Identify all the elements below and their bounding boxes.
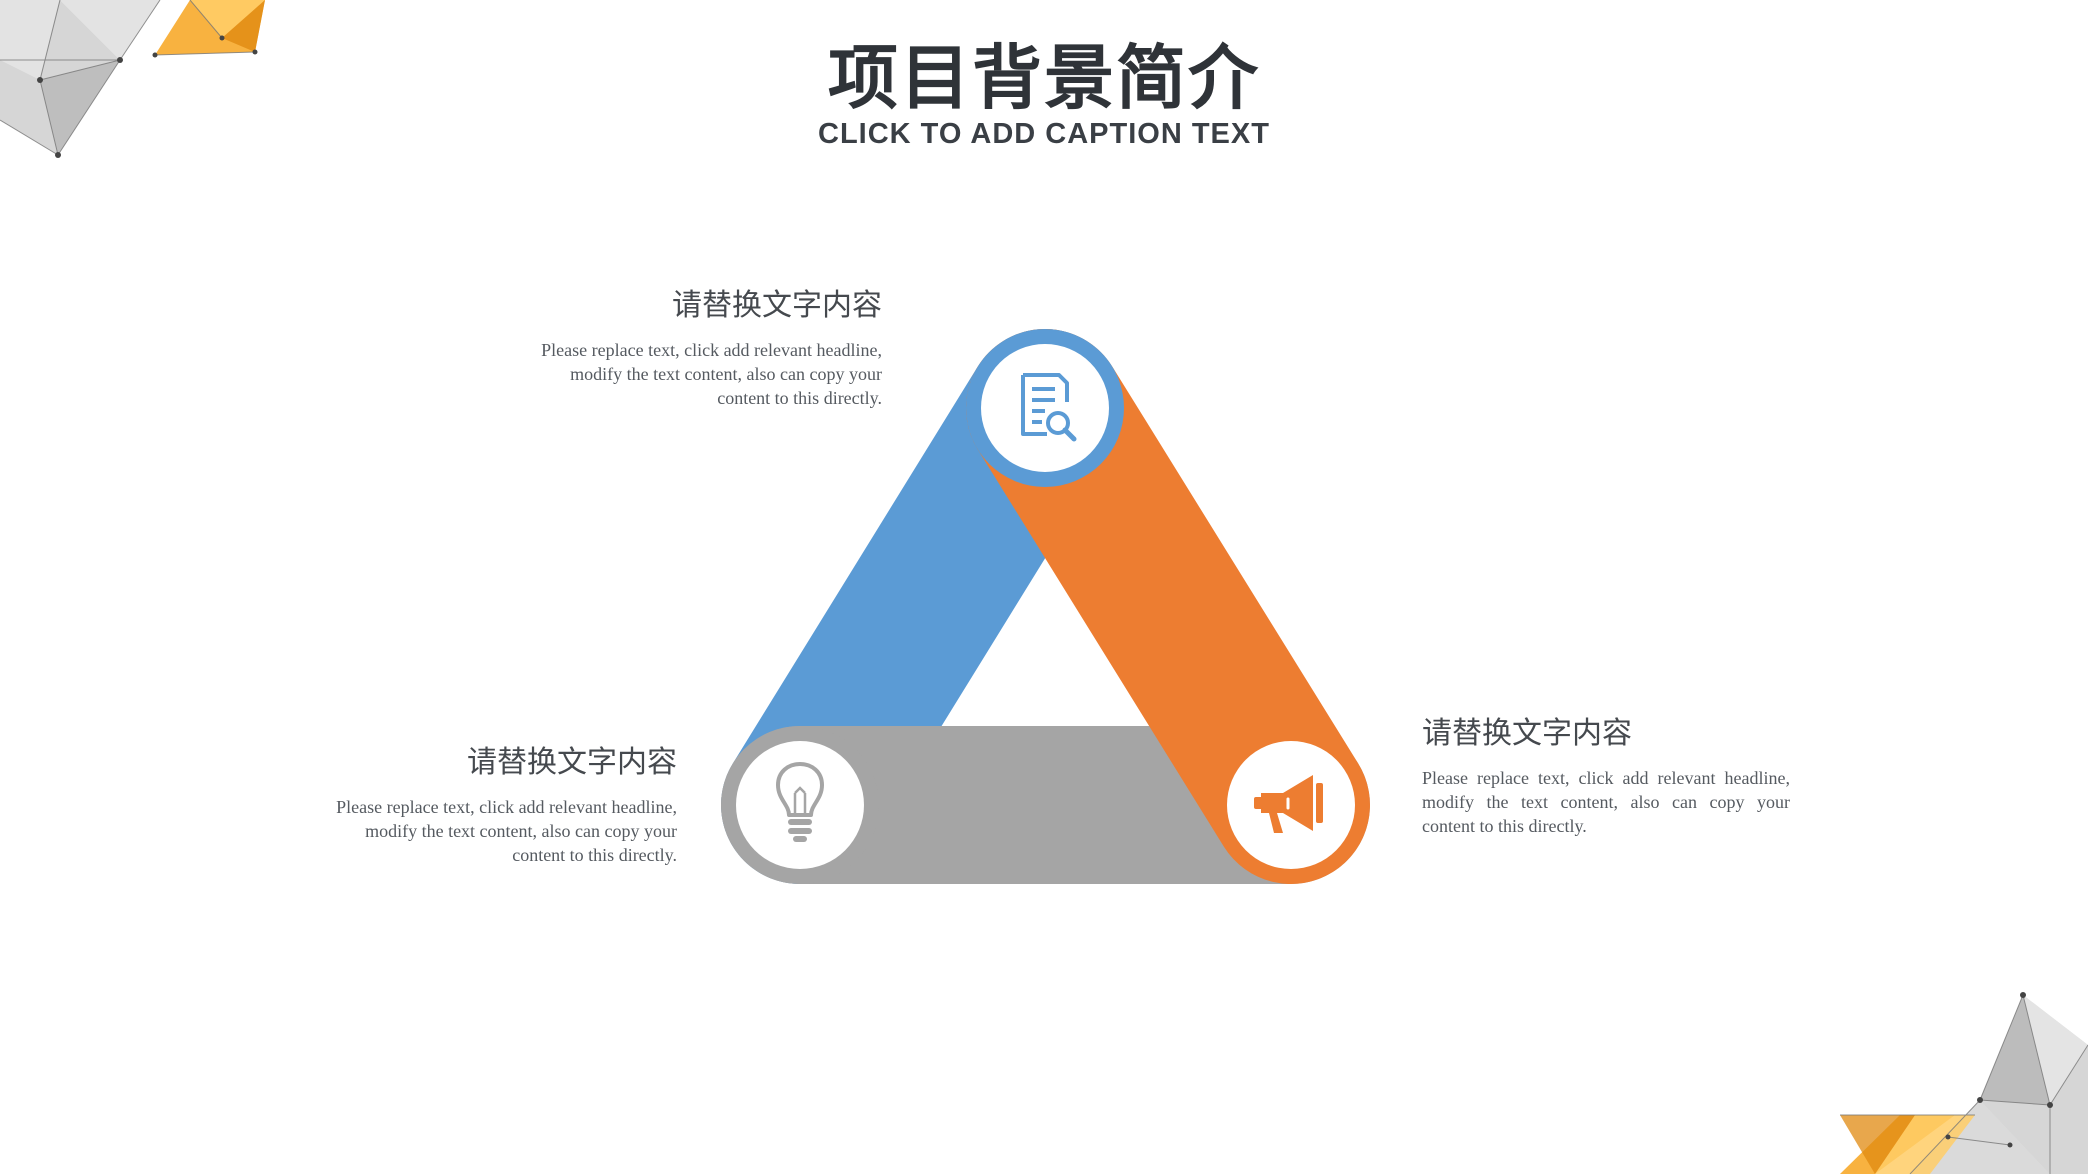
document-search-icon (1021, 373, 1077, 442)
block-heading-right[interactable]: 请替换文字内容 (1422, 716, 1632, 751)
block-body-top[interactable]: Please replace text, click add relevant … (541, 340, 882, 408)
lightbulb-icon (776, 762, 824, 842)
node-disc-left (736, 741, 864, 869)
text-block-right: 请替换文字内容 Please replace text, click add r… (1422, 716, 1790, 838)
page-title: 项目背景简介 (828, 37, 1260, 119)
block-heading-left[interactable]: 请替换文字内容 (467, 745, 677, 780)
text-block-top: 请替换文字内容 Please replace text, click add r… (530, 288, 882, 410)
decorative-polygons-bottom-right (1840, 992, 2088, 1174)
decorative-polygons-top-left (0, 0, 265, 158)
block-heading-top[interactable]: 请替换文字内容 (672, 288, 882, 323)
block-body-right[interactable]: Please replace text, click add relevant … (1422, 768, 1790, 836)
block-body-left[interactable]: Please replace text, click add relevant … (336, 797, 677, 865)
node-disc-top (981, 344, 1109, 472)
megaphone-icon (1254, 775, 1323, 833)
text-block-left: 请替换文字内容 Please replace text, click add r… (326, 745, 677, 867)
page-caption[interactable]: CLICK TO ADD CAPTION TEXT (818, 118, 1270, 150)
